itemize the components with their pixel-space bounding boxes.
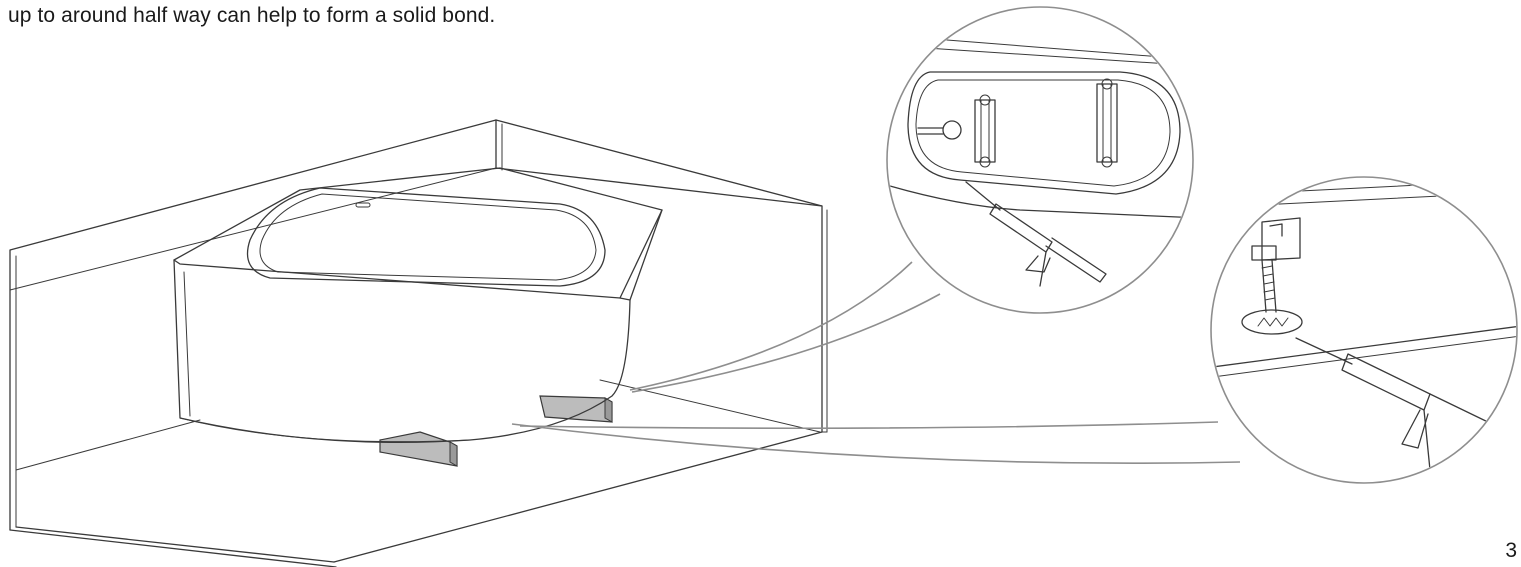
support-beams xyxy=(379,395,613,467)
wall-enclosure xyxy=(9,119,828,567)
callout-underside-detail xyxy=(886,6,1194,314)
bathtub xyxy=(173,167,663,444)
page-number: 3 xyxy=(1505,539,1517,562)
callout-pointers xyxy=(511,261,1241,464)
callout-foot-detail xyxy=(1210,176,1518,484)
sealant-gun-icon xyxy=(965,181,1107,287)
instruction-text: up to around half way can help to form a… xyxy=(8,4,496,27)
